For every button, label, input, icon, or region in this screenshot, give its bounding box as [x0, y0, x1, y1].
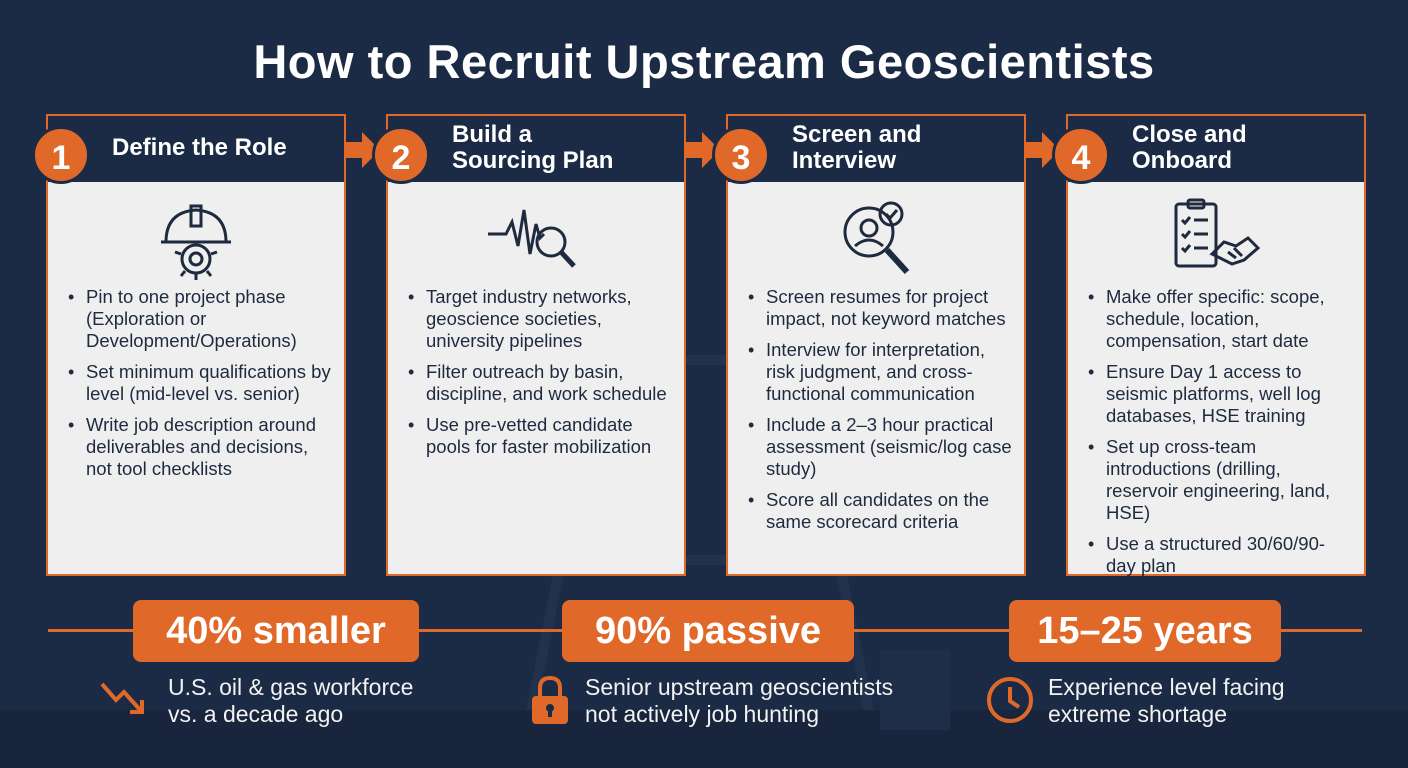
stat-value: 90% passive — [562, 600, 854, 662]
list-item: Use a structured 30/60/90-day plan — [1088, 533, 1354, 577]
list-item: Set up cross-team introductions (drillin… — [1088, 436, 1354, 524]
arrow-right-icon — [1026, 132, 1060, 168]
page-title: How to Recruit Upstream Geoscientists — [253, 35, 1155, 88]
list-item: Score all candidates on the same scoreca… — [748, 489, 1014, 533]
trend-down-icon — [100, 682, 144, 714]
list-item: Filter outreach by basin, discipline, an… — [408, 361, 674, 405]
step-header — [48, 116, 344, 182]
step-number-badge: 2 — [372, 126, 430, 184]
step-bullet-list: Target industry networks, geoscience soc… — [408, 286, 674, 467]
stat-value: 15–25 years — [1009, 600, 1281, 662]
list-item: Write job description around deliverable… — [68, 414, 334, 480]
step-bullet-list: Pin to one project phase (Exploration or… — [68, 286, 334, 489]
step-header — [388, 116, 684, 182]
step-header — [728, 116, 1024, 182]
step-bullet-list: Screen resumes for project impact, not k… — [748, 286, 1014, 542]
hardhat-gear-icon — [46, 194, 346, 284]
clock-icon — [987, 677, 1033, 723]
clipboard-handshake-icon — [1066, 194, 1366, 284]
step-number-badge: 4 — [1052, 126, 1110, 184]
arrow-right-icon — [346, 132, 380, 168]
seismic-magnifier-icon — [386, 194, 686, 284]
list-item: Set minimum qualifications by level (mid… — [68, 361, 334, 405]
list-item: Use pre-vetted candidate pools for faste… — [408, 414, 674, 458]
stat-value: 40% smaller — [133, 600, 419, 662]
step-number-badge: 1 — [32, 126, 90, 184]
list-item: Pin to one project phase (Exploration or… — [68, 286, 334, 352]
list-item: Screen resumes for project impact, not k… — [748, 286, 1014, 330]
lock-icon — [532, 675, 568, 724]
arrow-right-icon — [686, 132, 720, 168]
step-card-1: 1 Define the Role Pin to one project pha… — [32, 114, 346, 576]
step-title: Define the Role — [112, 134, 287, 161]
step-number-badge: 3 — [712, 126, 770, 184]
list-item: Interview for interpretation, risk judgm… — [748, 339, 1014, 405]
list-item: Ensure Day 1 access to seismic platforms… — [1088, 361, 1354, 427]
list-item: Make offer specific: scope, schedule, lo… — [1088, 286, 1354, 352]
person-search-check-icon — [726, 194, 1026, 284]
list-item: Include a 2–3 hour practical assessment … — [748, 414, 1014, 480]
step-header — [1068, 116, 1364, 182]
step-bullet-list: Make offer specific: scope, schedule, lo… — [1088, 286, 1354, 586]
list-item: Target industry networks, geoscience soc… — [408, 286, 674, 352]
